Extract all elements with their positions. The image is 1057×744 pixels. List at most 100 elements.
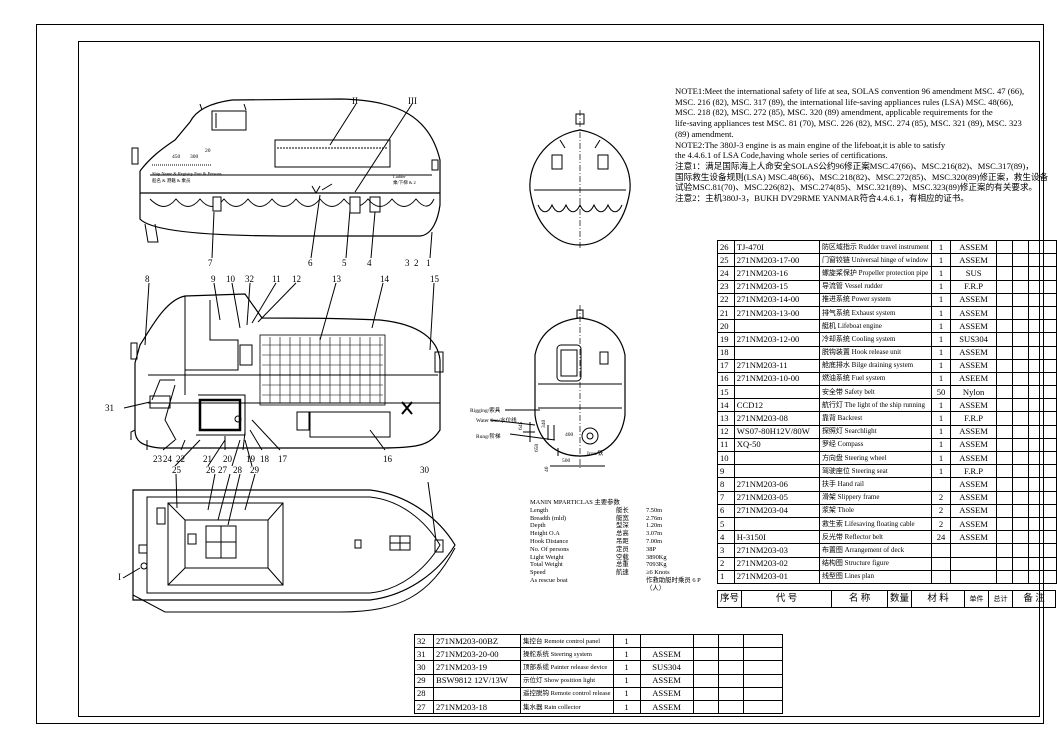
parts-cell-empty	[1028, 437, 1057, 453]
note-line: 试验MSC.81(70)、MSC.226(82)、MSC.274(85)、MSC…	[675, 182, 1038, 193]
parts-cell-empty	[995, 253, 1014, 268]
parts-cell-mat: ASSEM	[639, 647, 694, 662]
parts-cell-code: 271NM203-00BZ	[433, 633, 521, 649]
callout-14: 14	[380, 274, 390, 284]
parts-cell-code: 271NM203-17-00	[733, 253, 820, 268]
parts-cell-empty	[995, 490, 1014, 505]
callout-27: 27	[218, 465, 228, 475]
header-unit-weight: 单件	[964, 590, 990, 608]
note-line: (89) amendment.	[675, 128, 734, 139]
callout-21: 21	[203, 454, 212, 464]
parts-cell-no: 32	[414, 633, 434, 649]
parts-cell-name: 安全带 Safety belt	[818, 385, 932, 400]
parts-cell-empty	[742, 673, 783, 688]
parts-cell-empty	[995, 305, 1014, 321]
parts-cell-name: 方向盘 Steering wheel	[818, 450, 932, 466]
parts-cell-no: 20	[717, 319, 735, 334]
parts-cell-qty: 2	[930, 490, 952, 505]
callout-III: III	[408, 96, 417, 106]
parts-cell-empty	[1028, 253, 1057, 268]
parts-cell-qty	[930, 569, 952, 584]
parts-cell-code: 271NM203-08	[733, 411, 820, 426]
parts-cell-name: 滑架 Slippery frame	[818, 490, 932, 505]
parts-cell-empty	[692, 660, 719, 675]
parts-cell-mat	[950, 556, 997, 571]
spec-v: 7093Kg	[646, 561, 667, 569]
parts-cell-name: 驾驶座位 Steering seat	[818, 464, 932, 479]
parts-cell-code: 271NM203-03	[733, 543, 820, 558]
parts-cell-mat: ASSEM	[950, 319, 997, 334]
parts-cell-empty	[717, 686, 744, 701]
parts-cell-empty	[1028, 556, 1057, 571]
callout-15: 15	[430, 274, 440, 284]
parts-cell-empty	[717, 673, 744, 688]
callout-30: 30	[420, 465, 430, 475]
callout-6: 6	[308, 258, 313, 268]
parts-cell-empty	[995, 345, 1014, 360]
parts-cell-empty	[995, 279, 1014, 294]
parts-cell-name: 线型图 Lines plan	[818, 569, 932, 584]
parts-cell-mat: F.R.P	[950, 464, 997, 479]
parts-cell-code: 271NM203-01	[733, 569, 820, 584]
parts-cell-mat: ASSEM	[950, 437, 997, 453]
parts-cell-empty	[692, 699, 719, 715]
parts-cell-code: 271NM203-19	[433, 660, 521, 675]
parts-cell-empty	[1012, 464, 1030, 479]
parts-cell-name: 集水器 Rain collector	[520, 699, 614, 715]
parts-cell-empty	[1028, 530, 1057, 545]
note-line: 注意2：主机380J-3，BUKH DV29RME YANMAR符合4.4.6.…	[675, 193, 970, 204]
parts-cell-name: 艇机 Lifeboat engine	[818, 319, 932, 334]
parts-cell-empty	[1012, 305, 1030, 321]
parts-cell-name: 布置图 Arrangement of deck	[818, 543, 932, 558]
parts-cell-name: 门窗铰链 Universal hinge of window	[818, 253, 932, 268]
parts-cell-mat: ASSEM	[950, 239, 997, 255]
parts-cell-code	[433, 686, 521, 701]
parts-cell-no: 22	[717, 292, 735, 307]
callout-12: 12	[292, 274, 301, 284]
parts-cell-empty	[742, 686, 783, 701]
callout-4: 4	[367, 258, 372, 268]
parts-cell-empty	[742, 633, 783, 649]
parts-cell-empty	[717, 633, 744, 649]
spec-v: 1.20m	[646, 522, 663, 530]
parts-cell-name: 推进系统 Power system	[818, 292, 932, 307]
parts-cell-no: 28	[414, 686, 434, 701]
callout-17: 17	[278, 454, 288, 464]
parts-cell-qty: 1	[612, 660, 641, 675]
spec-v: 作救助艇时乘员 6 P（人）	[646, 576, 701, 592]
parts-cell-no: 12	[717, 424, 735, 439]
parts-cell-qty: 1	[930, 450, 952, 466]
callout-16: 16	[383, 454, 393, 464]
parts-cell-code: 271NM203-04	[733, 503, 820, 518]
parts-cell-code: 271NM203-20-00	[433, 647, 521, 662]
parts-cell-no: 14	[717, 398, 735, 413]
parts-cell-code: 271NM203-11	[733, 358, 820, 373]
parts-cell-name: 操舵系统 Steering system	[520, 647, 614, 662]
parts-cell-empty	[1012, 569, 1030, 584]
parts-cell-empty	[1028, 358, 1057, 373]
waterline-label: Water line/水位线	[476, 416, 517, 424]
parts-list-header: 序号 代 号 名 称 数量 材 料 单件 总计 备 注	[716, 590, 1057, 608]
spec-u: 总重	[616, 561, 629, 569]
parts-cell-qty: 1	[930, 371, 952, 387]
parts-cell-empty	[995, 464, 1014, 479]
parts-cell-empty	[1012, 398, 1030, 413]
parts-cell-code: 271NM203-16	[733, 266, 820, 281]
parts-cell-mat: ASEEM	[950, 371, 997, 387]
parts-cell-empty	[1012, 292, 1030, 307]
parts-cell-empty	[995, 266, 1014, 281]
parts-cell-empty	[995, 424, 1014, 439]
